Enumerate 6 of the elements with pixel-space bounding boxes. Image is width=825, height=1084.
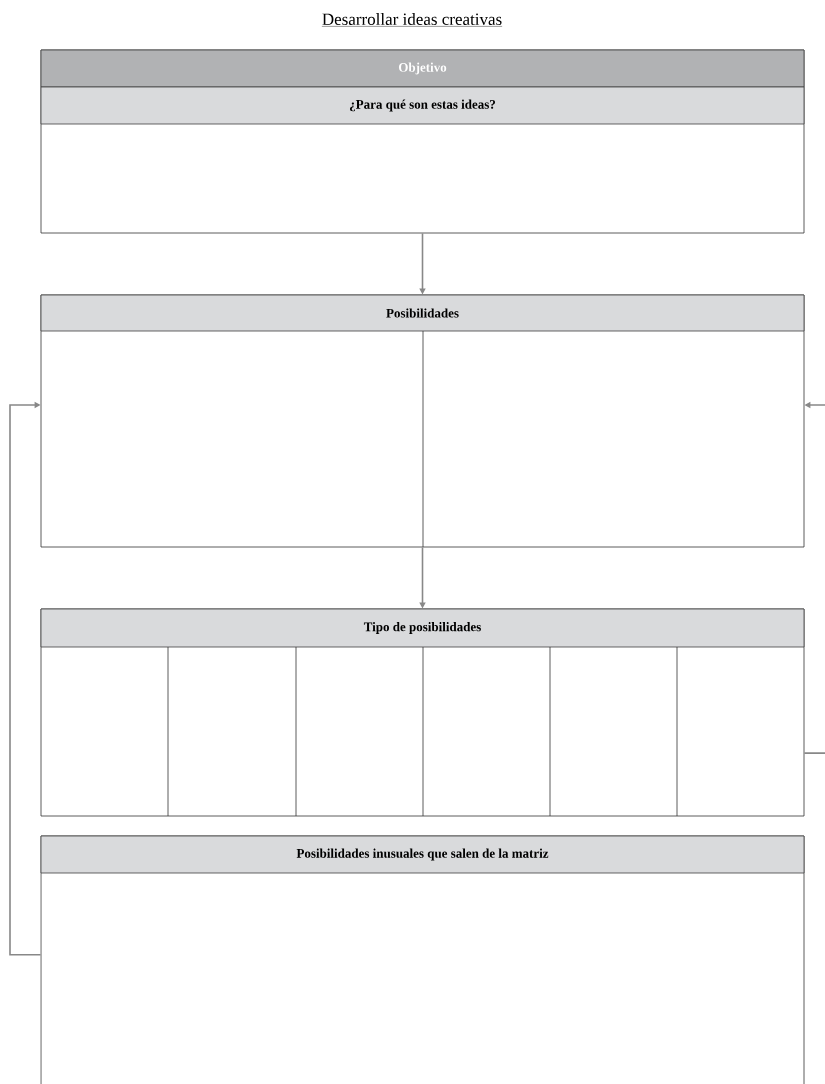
table-box: Objetivo ¿Para qué son estas ideas?	[40, 49, 805, 234]
table-box: Posibilidades	[40, 294, 805, 548]
title: Desarrollar ideas creativas	[321, 13, 503, 27]
arrow	[9, 401, 42, 956]
table-box: Posibilidades inusuales que salen de la matriz	[40, 835, 805, 1084]
table-box: Tipo de posibilidades	[40, 608, 805, 817]
